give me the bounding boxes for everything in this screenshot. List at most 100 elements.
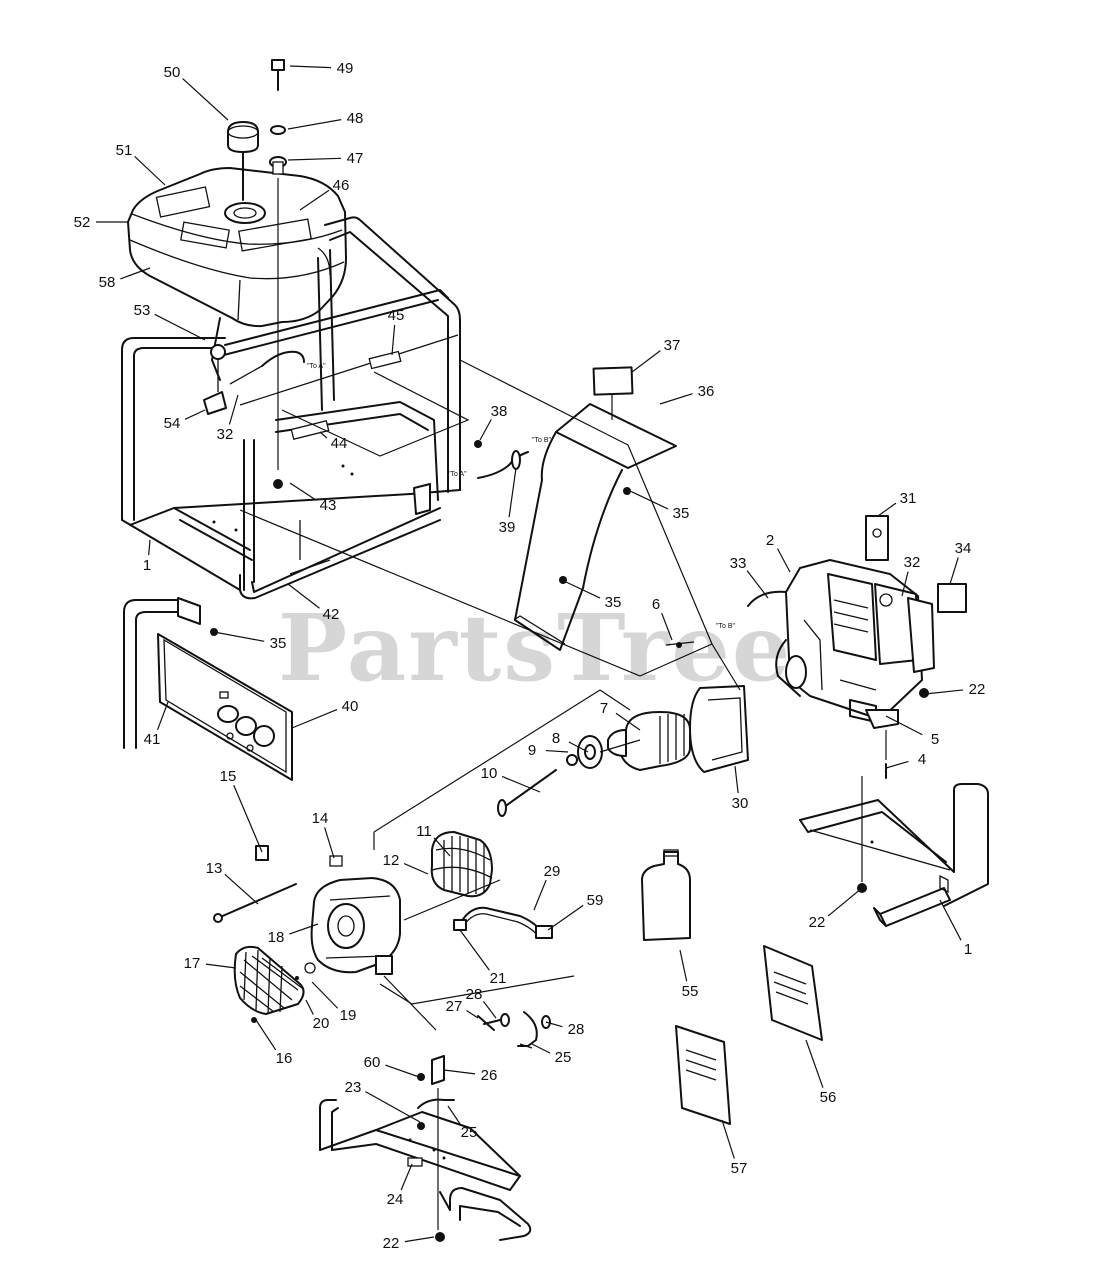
part-callout-18: 18	[268, 929, 285, 946]
part-callout-12: 12	[383, 852, 400, 869]
callout-leader	[324, 827, 335, 859]
route-note: "To B"	[532, 437, 551, 444]
callout-leader	[404, 1236, 435, 1243]
callout-leader	[391, 324, 396, 356]
part-callout-50: 50	[164, 64, 181, 81]
assembly-guide-lines	[239, 359, 741, 1031]
bottom-base	[319, 1055, 532, 1242]
callout-leader	[255, 1019, 277, 1051]
part-callout-42: 42	[323, 606, 340, 623]
rectifier-parts	[477, 1011, 551, 1049]
part-callout-57: 57	[731, 1160, 748, 1177]
part-callout-9: 9	[528, 742, 536, 759]
part-callout-4: 4	[918, 751, 926, 768]
callout-leader	[134, 156, 166, 186]
oil-bottle	[641, 849, 691, 941]
part-callout-37: 37	[664, 337, 681, 354]
part-callout-23: 23	[345, 1079, 362, 1096]
callout-leader	[447, 1105, 461, 1125]
part-callout-43: 43	[320, 497, 337, 514]
rotor-assembly	[497, 685, 749, 817]
route-note: "To A"	[307, 363, 326, 370]
right-frame-side	[799, 776, 989, 927]
part-callout-6: 6	[652, 596, 660, 613]
callout-leader	[400, 1163, 413, 1191]
callout-leaders	[96, 65, 964, 1243]
part-callout-20: 20	[313, 1015, 330, 1032]
part-callout-2: 2	[766, 532, 774, 549]
part-callout-22: 22	[809, 914, 826, 931]
callout-leader	[311, 981, 339, 1009]
part-callout-28: 28	[466, 986, 483, 1003]
callout-leader	[433, 837, 451, 857]
part-callout-54: 54	[164, 415, 181, 432]
part-callout-35: 35	[605, 594, 622, 611]
part-callout-17: 17	[184, 955, 201, 972]
part-callout-60: 60	[364, 1054, 381, 1071]
part-callout-56: 56	[820, 1089, 837, 1106]
part-callout-13: 13	[206, 860, 223, 877]
part-callout-52: 52	[74, 214, 91, 231]
callout-leader	[679, 949, 688, 982]
callout-leader	[615, 712, 641, 731]
part-callout-45: 45	[388, 307, 405, 324]
part-callout-24: 24	[387, 1191, 404, 1208]
fuel-tank	[127, 167, 347, 328]
part-callout-16: 16	[276, 1050, 293, 1067]
part-callout-44: 44	[331, 435, 348, 452]
part-callout-19: 19	[340, 1007, 357, 1024]
part-callout-41: 41	[144, 731, 161, 748]
callout-leader	[508, 467, 517, 518]
control-panel	[123, 597, 293, 781]
callout-leader	[949, 557, 959, 585]
callout-leader	[305, 999, 314, 1015]
callout-leader	[148, 539, 151, 556]
tank-bolt-stack	[269, 59, 287, 489]
callout-leader	[533, 879, 547, 911]
callout-leader	[459, 929, 490, 971]
callout-leader	[827, 887, 863, 917]
part-callout-58: 58	[99, 274, 116, 291]
fuel-line-assembly: "To A"	[203, 344, 326, 415]
part-callout-22: 22	[383, 1235, 400, 1252]
callout-leader	[287, 119, 342, 130]
callout-leader	[631, 350, 661, 373]
part-callout-35: 35	[673, 505, 690, 522]
routing-line: "To A" "To B"	[448, 437, 551, 479]
part-callout-5: 5	[931, 731, 939, 748]
callout-leader	[182, 78, 229, 121]
main-frame	[121, 216, 461, 600]
part-callout-25: 25	[555, 1049, 572, 1066]
callout-leader	[924, 689, 964, 695]
part-callout-26: 26	[481, 1067, 498, 1084]
callout-leader	[154, 313, 206, 341]
part-callout-29: 29	[544, 863, 561, 880]
callout-leader	[289, 65, 332, 69]
part-callout-53: 53	[134, 302, 151, 319]
callout-leader	[627, 489, 669, 510]
callout-leader	[289, 482, 317, 501]
part-callout-15: 15	[220, 768, 237, 785]
callout-leader	[291, 708, 338, 729]
callout-leader	[482, 1001, 497, 1019]
route-note: "To B"	[716, 623, 735, 630]
callout-leader	[661, 612, 673, 641]
part-callout-25: 25	[461, 1124, 478, 1141]
fuel-cap	[227, 121, 259, 201]
callout-leader	[213, 631, 265, 642]
callout-leader	[939, 899, 962, 941]
callout-leader	[531, 1043, 551, 1054]
watermark: PartsTree	[278, 594, 792, 702]
callout-leader	[205, 963, 237, 969]
part-callout-32: 32	[904, 554, 921, 571]
callout-leader	[565, 581, 601, 599]
part-callout-11: 11	[416, 823, 432, 840]
callout-leader	[466, 1009, 479, 1019]
callout-leader	[734, 765, 739, 794]
part-callout-22: 22	[969, 681, 986, 698]
callout-leader	[545, 749, 569, 753]
part-callout-30: 30	[732, 795, 749, 812]
part-callout-31: 31	[900, 490, 917, 507]
callout-leader	[746, 570, 769, 599]
callout-leader	[319, 431, 328, 439]
